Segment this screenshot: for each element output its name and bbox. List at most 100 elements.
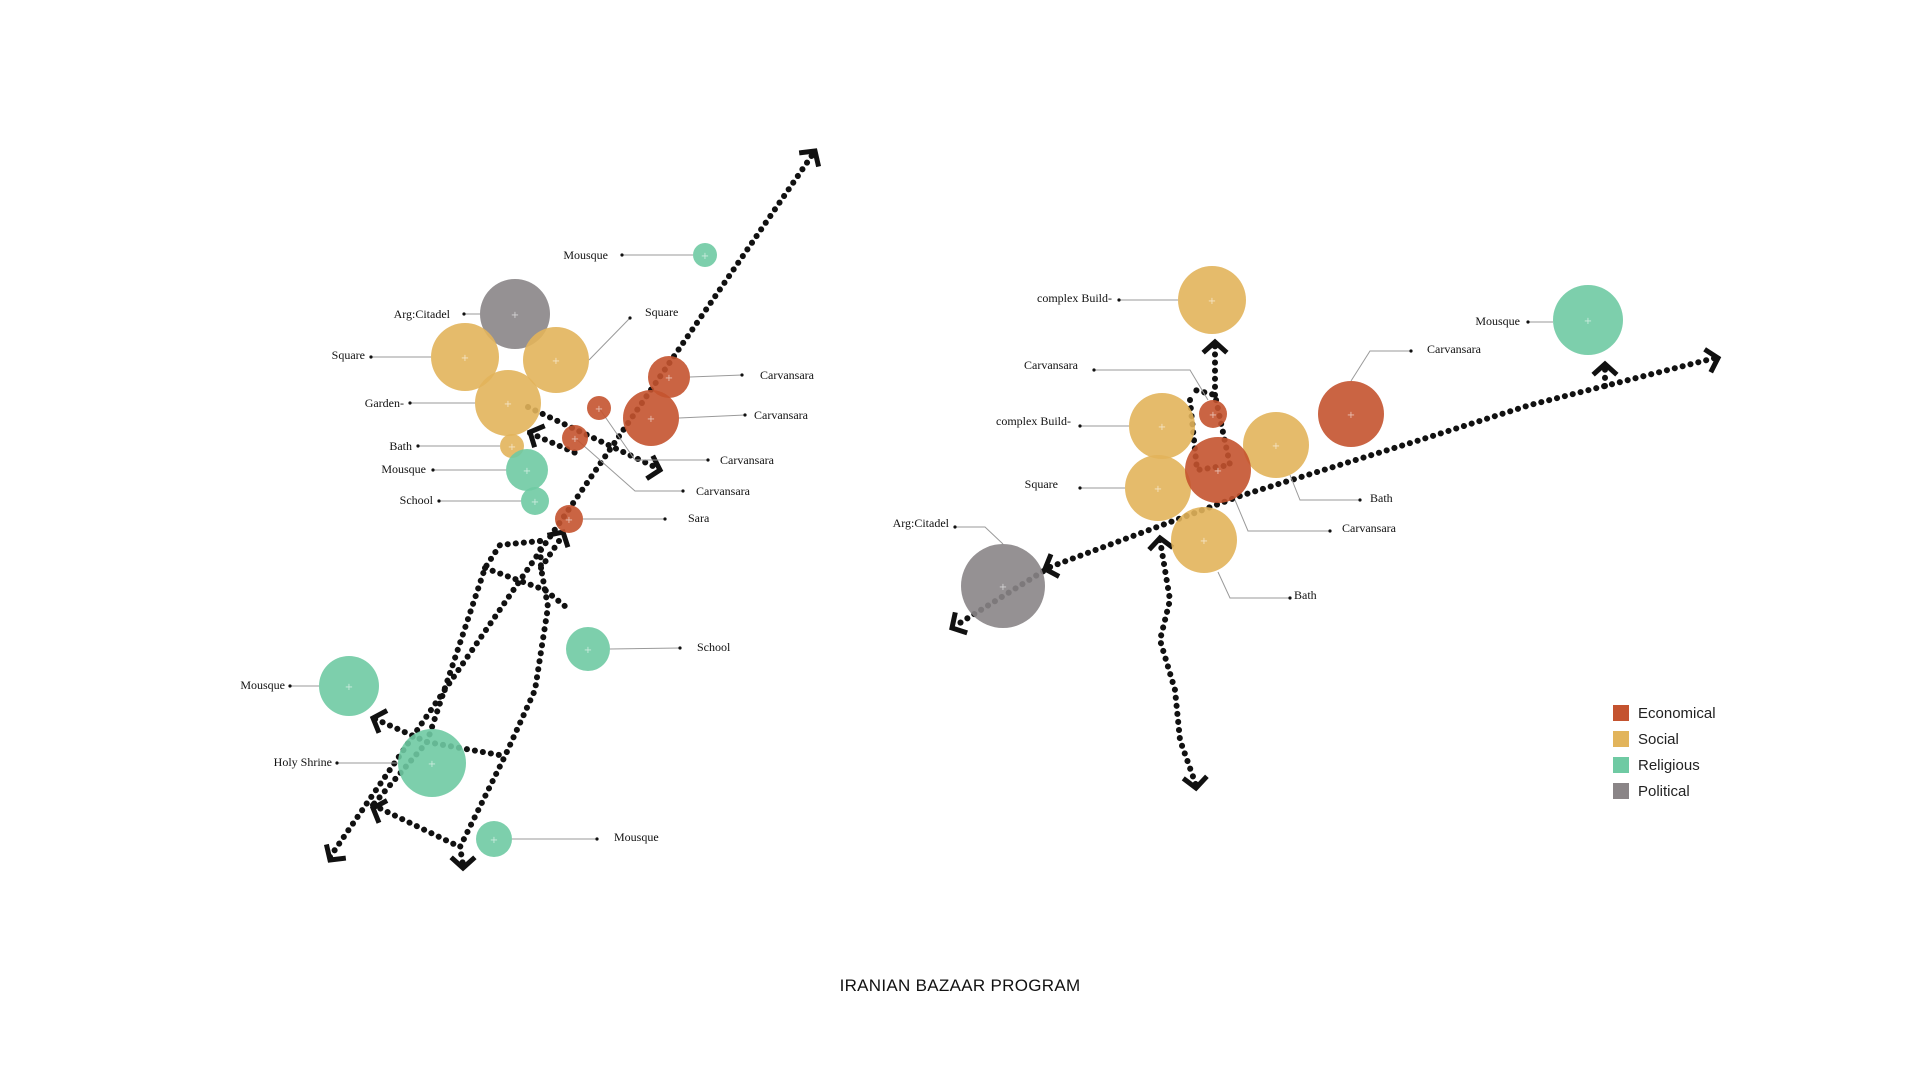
left-node-social-3 <box>431 323 499 391</box>
right-node-social-0 <box>1178 266 1246 334</box>
left-node-religious-14 <box>319 656 379 716</box>
left-node-center-mark-6: + <box>523 466 531 477</box>
left-node-center-mark-7: + <box>531 497 539 508</box>
right-west-arrow <box>949 611 968 636</box>
left-node-label-12: Sara <box>688 511 710 525</box>
left-leader-2 <box>588 317 631 361</box>
left-node-economical-8 <box>648 356 690 398</box>
legend-swatch-religious <box>1613 757 1629 773</box>
right-northeast-arrow-head <box>1591 360 1619 377</box>
right-node-political-8 <box>961 544 1045 628</box>
right-node-economical-7 <box>1185 437 1251 503</box>
right-leader-dot-5 <box>1078 486 1082 490</box>
right-axis-arrow-east <box>1703 347 1722 374</box>
left-branch-arrow-east-head <box>645 454 664 481</box>
right-node-economical-3 <box>1199 400 1227 428</box>
left-cross-arrow-west <box>369 798 389 824</box>
right-south-arrow-head <box>1181 774 1209 792</box>
right-leader-dot-2 <box>1409 349 1413 353</box>
right-leader-dot-7 <box>1328 529 1332 533</box>
left-node-label-14: Mousque <box>240 678 285 692</box>
left-axis-arrow-north <box>798 148 822 168</box>
left-leader-dot-15 <box>335 761 339 765</box>
left-leader-dot-13 <box>678 646 682 650</box>
legend-item-religious: Religious <box>1613 752 1716 778</box>
left-node-religious-0 <box>693 243 717 267</box>
right-node-social-4 <box>1129 393 1195 459</box>
left-node-center-mark-16: + <box>490 835 498 846</box>
circulation-paths <box>327 148 1718 868</box>
right-leader-dot-1 <box>1526 320 1530 324</box>
legend-swatch-economical <box>1613 705 1629 721</box>
left-node-center-mark-4: + <box>504 399 512 410</box>
left-node-center-mark-14: + <box>345 682 353 693</box>
left-leader-dot-1 <box>462 312 466 316</box>
left-node-religious-6 <box>506 449 548 491</box>
right-north-arrow <box>1201 338 1229 355</box>
right-node-economical-2 <box>1318 381 1384 447</box>
left-axis-arrow-south <box>323 843 347 863</box>
left-node-religious-16 <box>476 821 512 857</box>
right-south-start-arrow-head <box>1147 534 1175 552</box>
right-node-label-1: Mousque <box>1475 314 1520 328</box>
legend-item-economical: Economical <box>1613 700 1716 726</box>
right-leader-dot-6 <box>1358 498 1362 502</box>
left-node-religious-13 <box>566 627 610 671</box>
right-node-social-5 <box>1125 455 1191 521</box>
left-node-label-11: Carvansara <box>696 484 751 498</box>
right-west-arrow-head <box>949 611 968 636</box>
left-node-center-mark-2: + <box>552 356 560 367</box>
right-node-label-9: Bath <box>1294 588 1317 602</box>
right-node-center-mark-5: + <box>1154 484 1162 495</box>
right-leader-9 <box>1217 571 1290 599</box>
left-spur-arrow-north-head <box>546 529 571 548</box>
right-leader-dot-0 <box>1117 298 1121 302</box>
right-node-center-mark-1: + <box>1584 316 1592 327</box>
left-leader-dot-2 <box>628 316 632 320</box>
legend-item-social: Social <box>1613 726 1716 752</box>
left-leader-dot-14 <box>288 684 292 688</box>
left-node-center-mark-5: + <box>508 442 516 453</box>
right-axis-arrow-west <box>1041 553 1061 579</box>
left-axis-arrow-south-head <box>323 843 347 863</box>
right-node-label-6: Bath <box>1370 491 1393 505</box>
right-node-label-3: Carvansara <box>1024 358 1079 372</box>
right-node-center-mark-3: + <box>1209 410 1217 421</box>
right-main-axis-path <box>1047 355 1718 570</box>
left-lower-arrow-south <box>449 855 477 872</box>
left-node-label-2: Square <box>645 305 678 319</box>
right-node-religious-1 <box>1553 285 1623 355</box>
legend-swatch-political <box>1613 783 1629 799</box>
right-leader-dot-9 <box>1288 596 1292 600</box>
right-north-arrow-head <box>1201 338 1229 355</box>
left-node-political-1 <box>480 279 550 349</box>
left-node-center-mark-11: + <box>571 434 579 445</box>
legend-label-social: Social <box>1638 730 1679 748</box>
left-node-religious-7 <box>521 487 549 515</box>
right-leader-6 <box>1289 474 1360 501</box>
left-node-center-mark-9: + <box>647 414 655 425</box>
legend-label-political: Political <box>1638 782 1690 800</box>
left-spur-arrow-west-head <box>526 423 546 448</box>
right-northeast-arrow <box>1591 360 1619 377</box>
left-upper-spur-path <box>527 430 581 457</box>
left-node-label-8: Carvansara <box>760 368 815 382</box>
left-branch-arrow-east <box>645 454 664 481</box>
left-leader-10 <box>598 407 708 461</box>
left-node-label-10: Carvansara <box>720 453 775 467</box>
diagram-caption: IRANIAN BAZAAR PROGRAM <box>839 976 1081 995</box>
left-node-religious-15 <box>398 729 466 797</box>
left-node-economical-10 <box>587 396 611 420</box>
right-node-label-0: complex Build- <box>1037 291 1112 305</box>
right-leader-2 <box>1350 350 1411 382</box>
right-node-social-9 <box>1171 507 1237 573</box>
left-leader-dot-12 <box>663 517 667 521</box>
left-leader-dot-9 <box>743 413 747 417</box>
left-leader-dot-3 <box>369 355 373 359</box>
left-node-economical-11 <box>562 425 588 451</box>
legend-label-economical: Economical <box>1638 704 1716 722</box>
left-spur-arrow-west-2-head <box>369 708 389 734</box>
right-node-center-mark-8: + <box>999 582 1007 593</box>
